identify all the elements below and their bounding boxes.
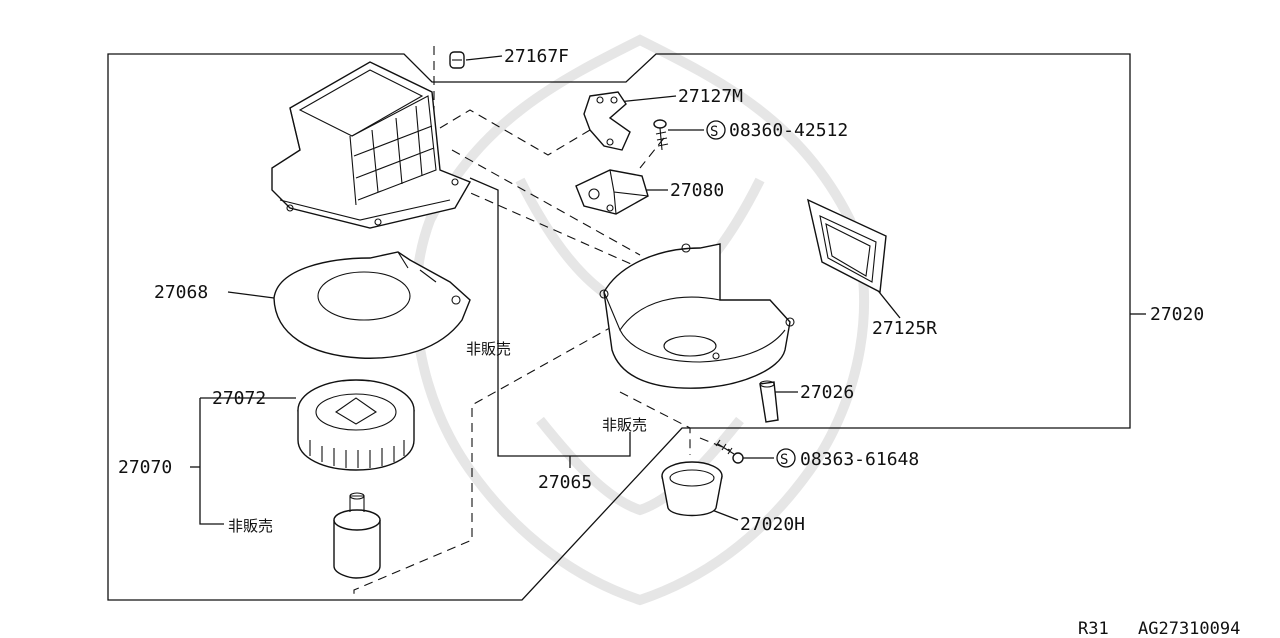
label-08363-61648[interactable]: 08363-61648 [800,449,919,470]
part-blower-motor [333,492,381,579]
label-27080[interactable]: 27080 [670,180,724,201]
part-27125r-filter [807,198,887,294]
part-27127m-bracket [583,91,631,151]
assembly-outline [107,53,1131,601]
label-27020h[interactable]: 27020H [740,514,805,535]
label-27020[interactable]: 27020 [1150,304,1204,325]
not-for-sale-label-a: 非販売 [466,340,511,358]
part-intake-housing [271,61,472,229]
label-27167f[interactable]: 27167F [504,46,569,67]
part-27167f-clip [449,51,465,69]
part-27068-plate [273,251,471,359]
label-27026[interactable]: 27026 [800,382,854,403]
part-27020h-cup [661,461,723,517]
label-27065[interactable]: 27065 [538,472,592,493]
screw-symbol-2: S [780,452,788,468]
label-27127m[interactable]: 27127M [678,86,743,107]
part-blower-case [599,243,795,389]
not-for-sale-label-c: 非販売 [228,517,273,535]
part-27072-fan [297,379,415,471]
part-screw-08360 [653,119,669,151]
not-for-sale-label-b: 非販売 [602,416,647,434]
screw-symbol-1: S [710,124,718,140]
label-27070[interactable]: 27070 [118,457,172,478]
label-27072[interactable]: 27072 [212,388,266,409]
part-27026-hose [759,380,779,423]
footer-diagram-code: AG27310094 [1138,619,1240,638]
screw-symbol-circle-1 [706,120,726,140]
label-27068[interactable]: 27068 [154,282,208,303]
label-27125r[interactable]: 27125R [872,318,937,339]
label-08360-42512[interactable]: 08360-42512 [729,120,848,141]
part-27080-actuator [575,169,649,215]
screw-symbol-circle-2 [776,448,796,468]
footer-model: R31 [1078,619,1109,638]
part-screw-08363 [715,439,744,464]
